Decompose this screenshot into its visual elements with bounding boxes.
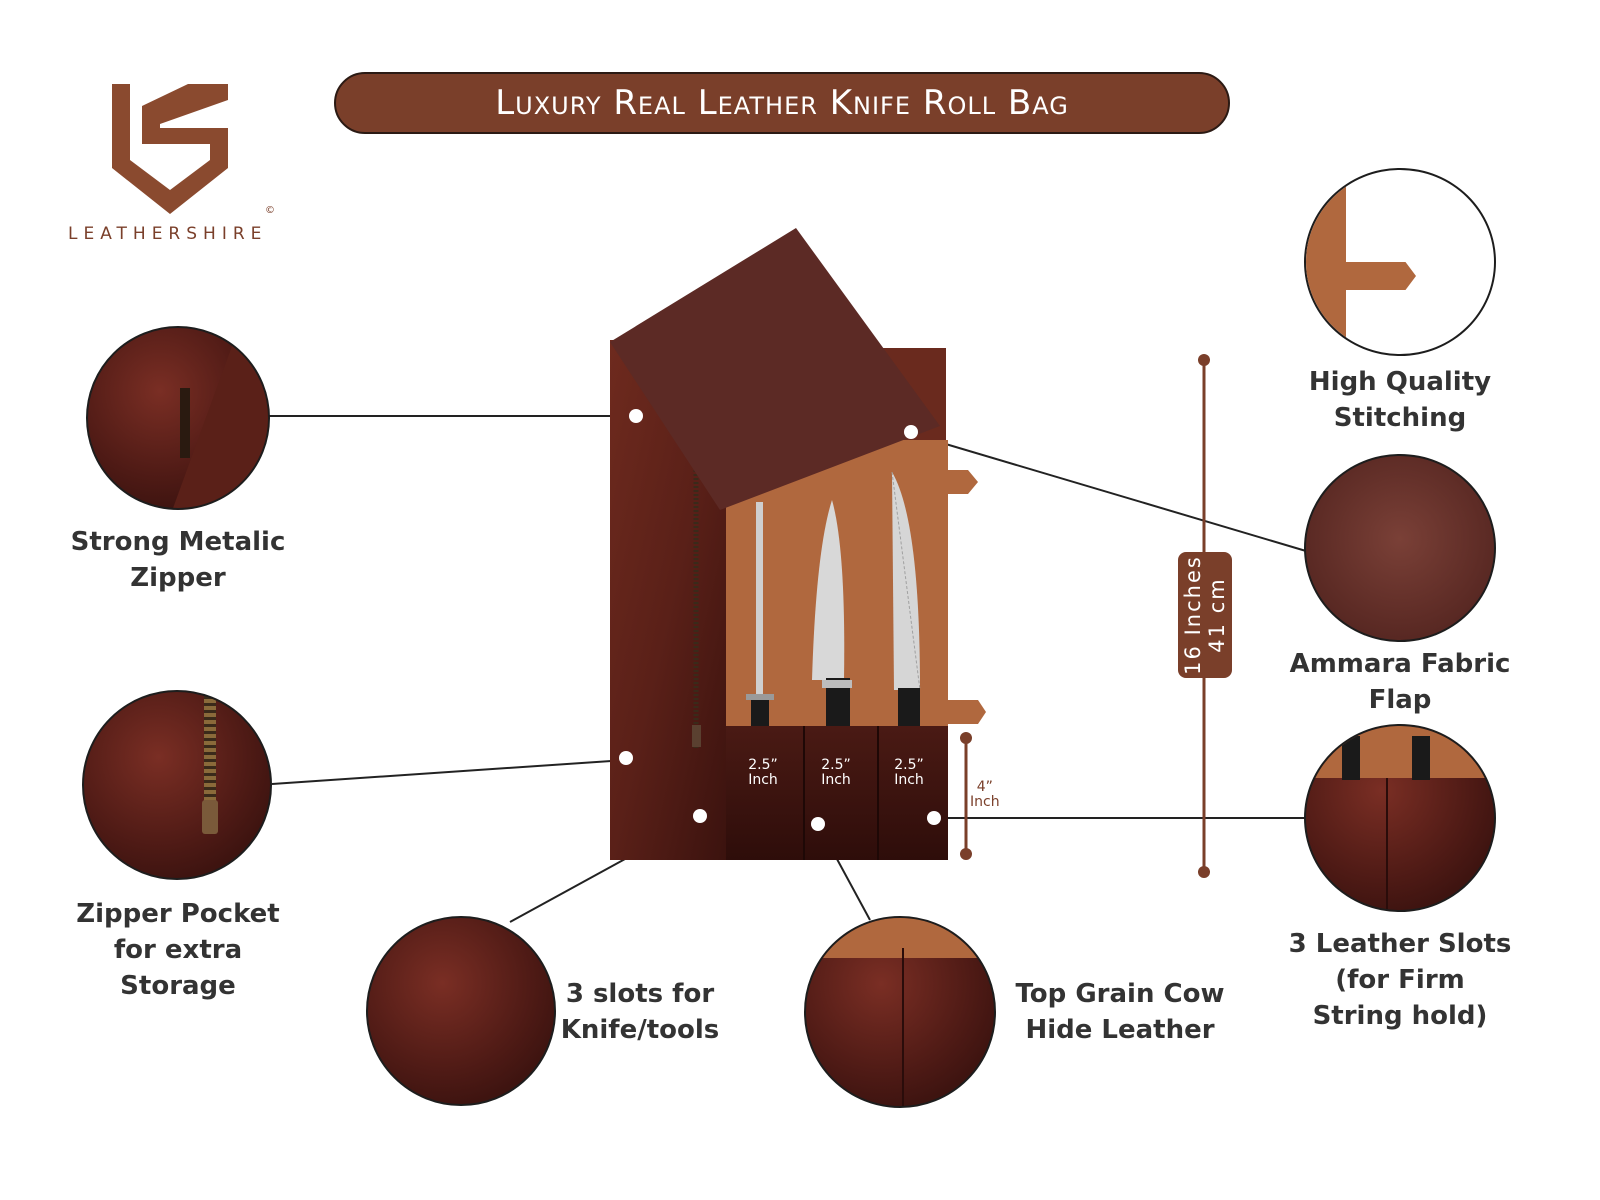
slot-3-width: 2.5” Inch bbox=[894, 757, 924, 788]
flap-label: Ammara Fabric Flap bbox=[1289, 649, 1511, 715]
zipper-pocket-detail-image bbox=[82, 690, 272, 880]
zipper-detail-image bbox=[86, 326, 270, 510]
leather-detail-image bbox=[804, 916, 996, 1108]
stitching-detail-image bbox=[1304, 168, 1496, 356]
height-dimension-badge bbox=[1178, 552, 1232, 678]
height-dimension-text: 16 Inches 41 cm bbox=[1181, 555, 1229, 675]
slots-detail-image bbox=[366, 916, 556, 1106]
slots-label: 3 slots for Knife/tools bbox=[560, 979, 720, 1045]
title-banner: Luxury Real Leather Knife Roll Bag bbox=[334, 72, 1230, 134]
slot-2-width: 2.5” Inch bbox=[821, 757, 851, 788]
leather-label: Top Grain Cow Hide Leather bbox=[1015, 979, 1225, 1045]
pocket-height-label: 4” Inch bbox=[970, 779, 1000, 810]
leather-slots-label: 3 Leather Slots (for Firm String hold) bbox=[1288, 929, 1512, 1031]
flap-fabric-detail-image bbox=[1304, 454, 1496, 642]
copyright-mark: © bbox=[265, 205, 275, 216]
slot-1-width: 2.5” Inch bbox=[748, 757, 778, 788]
brand-logo-icon bbox=[112, 84, 228, 214]
brand-name: LEATHERSHIRE bbox=[68, 224, 268, 244]
knife-roll-illustration bbox=[610, 228, 986, 860]
pocket-label: Zipper Pocket for extra Storage bbox=[76, 899, 280, 1001]
stitching-label: High Quality Stitching bbox=[1308, 367, 1492, 433]
zipper-label: Strong Metalic Zipper bbox=[70, 527, 286, 593]
page-title: Luxury Real Leather Knife Roll Bag bbox=[495, 83, 1069, 123]
leather-slots-detail-image bbox=[1304, 724, 1496, 912]
